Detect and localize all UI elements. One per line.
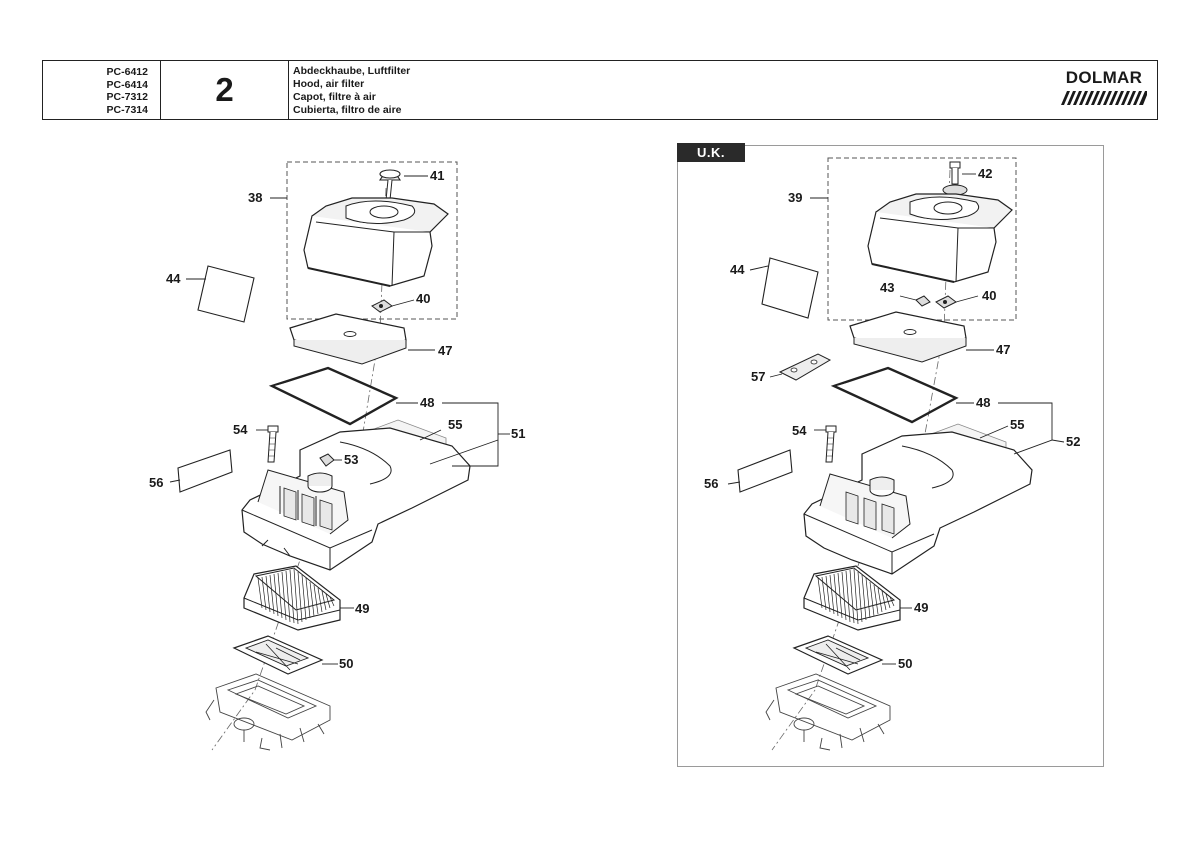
logo-stripes-icon bbox=[1061, 91, 1147, 105]
part-41-hood-knob bbox=[378, 169, 402, 201]
uk-variant-tab: U.K. bbox=[677, 143, 745, 162]
callout-56: 56 bbox=[704, 476, 719, 491]
left-leader-lines bbox=[169, 175, 510, 665]
callout-51: 51 bbox=[511, 426, 526, 441]
callout-38: 38 bbox=[248, 190, 263, 205]
callout-54: 54 bbox=[792, 423, 807, 438]
carburettor-base bbox=[205, 673, 331, 751]
part-49-main-filter bbox=[243, 565, 341, 631]
part-49-main-filter bbox=[803, 565, 901, 631]
part-40-clip bbox=[371, 299, 393, 313]
callout-55: 55 bbox=[1010, 417, 1025, 432]
part-54-bolt bbox=[825, 425, 837, 463]
callout-40: 40 bbox=[416, 291, 431, 306]
callout-39: 39 bbox=[788, 190, 803, 205]
callout-57: 57 bbox=[751, 369, 766, 384]
title-german: Abdeckhaube, Luftfilter bbox=[293, 65, 411, 77]
callout-52: 52 bbox=[1066, 434, 1081, 449]
part-44-label-plate bbox=[761, 257, 819, 319]
logo-wordmark: DOLMAR bbox=[1065, 68, 1143, 87]
page-number-cell: 2 bbox=[161, 61, 289, 119]
callout-49: 49 bbox=[914, 600, 929, 615]
callout-49: 49 bbox=[355, 601, 370, 616]
section-titles: Abdeckhaube, Luftfilter Hood, air filter… bbox=[293, 65, 410, 117]
title-spanish: Cubierta, filtro de aire bbox=[293, 104, 402, 116]
callout-55: 55 bbox=[448, 417, 463, 432]
callout-42: 42 bbox=[978, 166, 993, 181]
page-number: 2 bbox=[215, 71, 234, 108]
part-48-gasket bbox=[268, 366, 399, 426]
part-44-label-plate bbox=[197, 265, 255, 323]
dolmar-logo: DOLMAR bbox=[1059, 68, 1149, 112]
part-38-air-filter-hood bbox=[303, 197, 449, 287]
hood-assembly-box bbox=[286, 161, 458, 320]
part-56-warning-label bbox=[737, 449, 793, 493]
title-french: Capot, filtre à air bbox=[293, 91, 376, 103]
carburettor-base bbox=[765, 673, 891, 751]
model-number: PC-7312 bbox=[106, 91, 148, 103]
callout-41: 41 bbox=[430, 168, 445, 183]
model-number: PC-6414 bbox=[106, 78, 148, 91]
callout-47: 47 bbox=[996, 342, 1011, 357]
uk-variant-frame bbox=[677, 145, 1104, 767]
model-list: PC-6412 PC-6414 PC-7312 PC-7314 bbox=[107, 66, 148, 116]
title-english: Hood, air filter bbox=[293, 78, 365, 90]
right-leader-lines bbox=[727, 173, 1065, 665]
right-diagram-uk bbox=[727, 157, 1065, 751]
title-cell: Abdeckhaube, Luftfilter Hood, air filter… bbox=[289, 61, 1159, 119]
callout-50: 50 bbox=[898, 656, 913, 671]
part-52-filter-housing bbox=[803, 431, 1033, 575]
model-number: PC-6412 bbox=[106, 66, 148, 78]
part-42-hood-bolt bbox=[942, 161, 968, 196]
callout-44: 44 bbox=[166, 271, 181, 286]
model-cell: PC-6412 PC-6414 PC-7312 PC-7314 bbox=[43, 61, 161, 119]
left-diagram bbox=[169, 161, 510, 751]
part-51-filter-housing bbox=[241, 427, 471, 571]
callout-54: 54 bbox=[233, 422, 248, 437]
model-number: PC-7314 bbox=[106, 103, 148, 116]
part-56-warning-label bbox=[177, 449, 233, 493]
part-48-gasket bbox=[830, 366, 959, 424]
callout-56: 56 bbox=[149, 475, 164, 490]
part-54-bolt bbox=[267, 425, 279, 463]
callout-47: 47 bbox=[438, 343, 453, 358]
callout-50: 50 bbox=[339, 656, 354, 671]
callout-53: 53 bbox=[344, 452, 359, 467]
callout-40: 40 bbox=[982, 288, 997, 303]
callout-48: 48 bbox=[976, 395, 991, 410]
part-57-spacer-plate bbox=[778, 353, 832, 381]
part-50-grid-plate bbox=[792, 635, 884, 675]
part-43-nut bbox=[915, 295, 931, 307]
part-50-grid-plate bbox=[232, 635, 324, 675]
part-39-air-filter-hood bbox=[867, 193, 1013, 283]
part-47-prefilter-pad bbox=[849, 311, 967, 363]
part-40-clip bbox=[935, 295, 957, 309]
callout-44: 44 bbox=[730, 262, 745, 277]
callout-43: 43 bbox=[880, 280, 895, 295]
parts-header: PC-6412 PC-6414 PC-7312 PC-7314 2 Abdeck… bbox=[42, 60, 1158, 120]
part-47-prefilter-pad bbox=[289, 313, 407, 365]
callout-48: 48 bbox=[420, 395, 435, 410]
